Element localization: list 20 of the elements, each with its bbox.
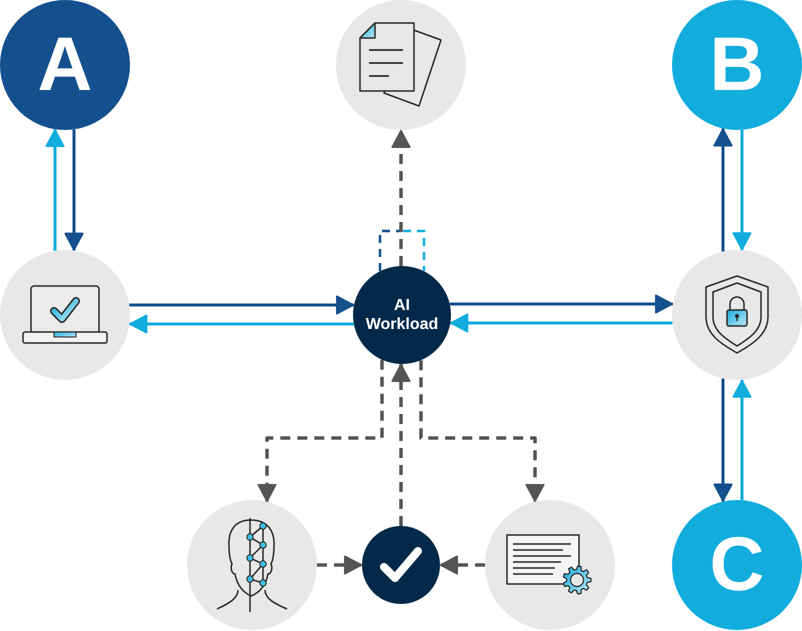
arrow: [450, 314, 672, 332]
node-label: AI Workload: [364, 296, 440, 334]
arrow: [129, 296, 354, 314]
arrow: [46, 129, 64, 251]
arrow: [450, 294, 673, 314]
arrow: [714, 378, 732, 502]
dashed-arrow: [258, 360, 384, 502]
dashed-arrow: [440, 556, 485, 574]
arrow: [732, 380, 752, 500]
dashed-arrow: [392, 130, 410, 266]
arrow: [129, 314, 354, 334]
dashed-arrow: [392, 364, 410, 526]
arrow: [732, 130, 752, 250]
node-letter: C: [710, 527, 764, 603]
node-letter: B: [710, 27, 764, 103]
dashed-arrow: [419, 360, 544, 502]
dashed-arrow: [317, 556, 362, 574]
node-letter: A: [38, 27, 92, 103]
arrow: [714, 128, 732, 252]
arrow: [64, 129, 84, 251]
